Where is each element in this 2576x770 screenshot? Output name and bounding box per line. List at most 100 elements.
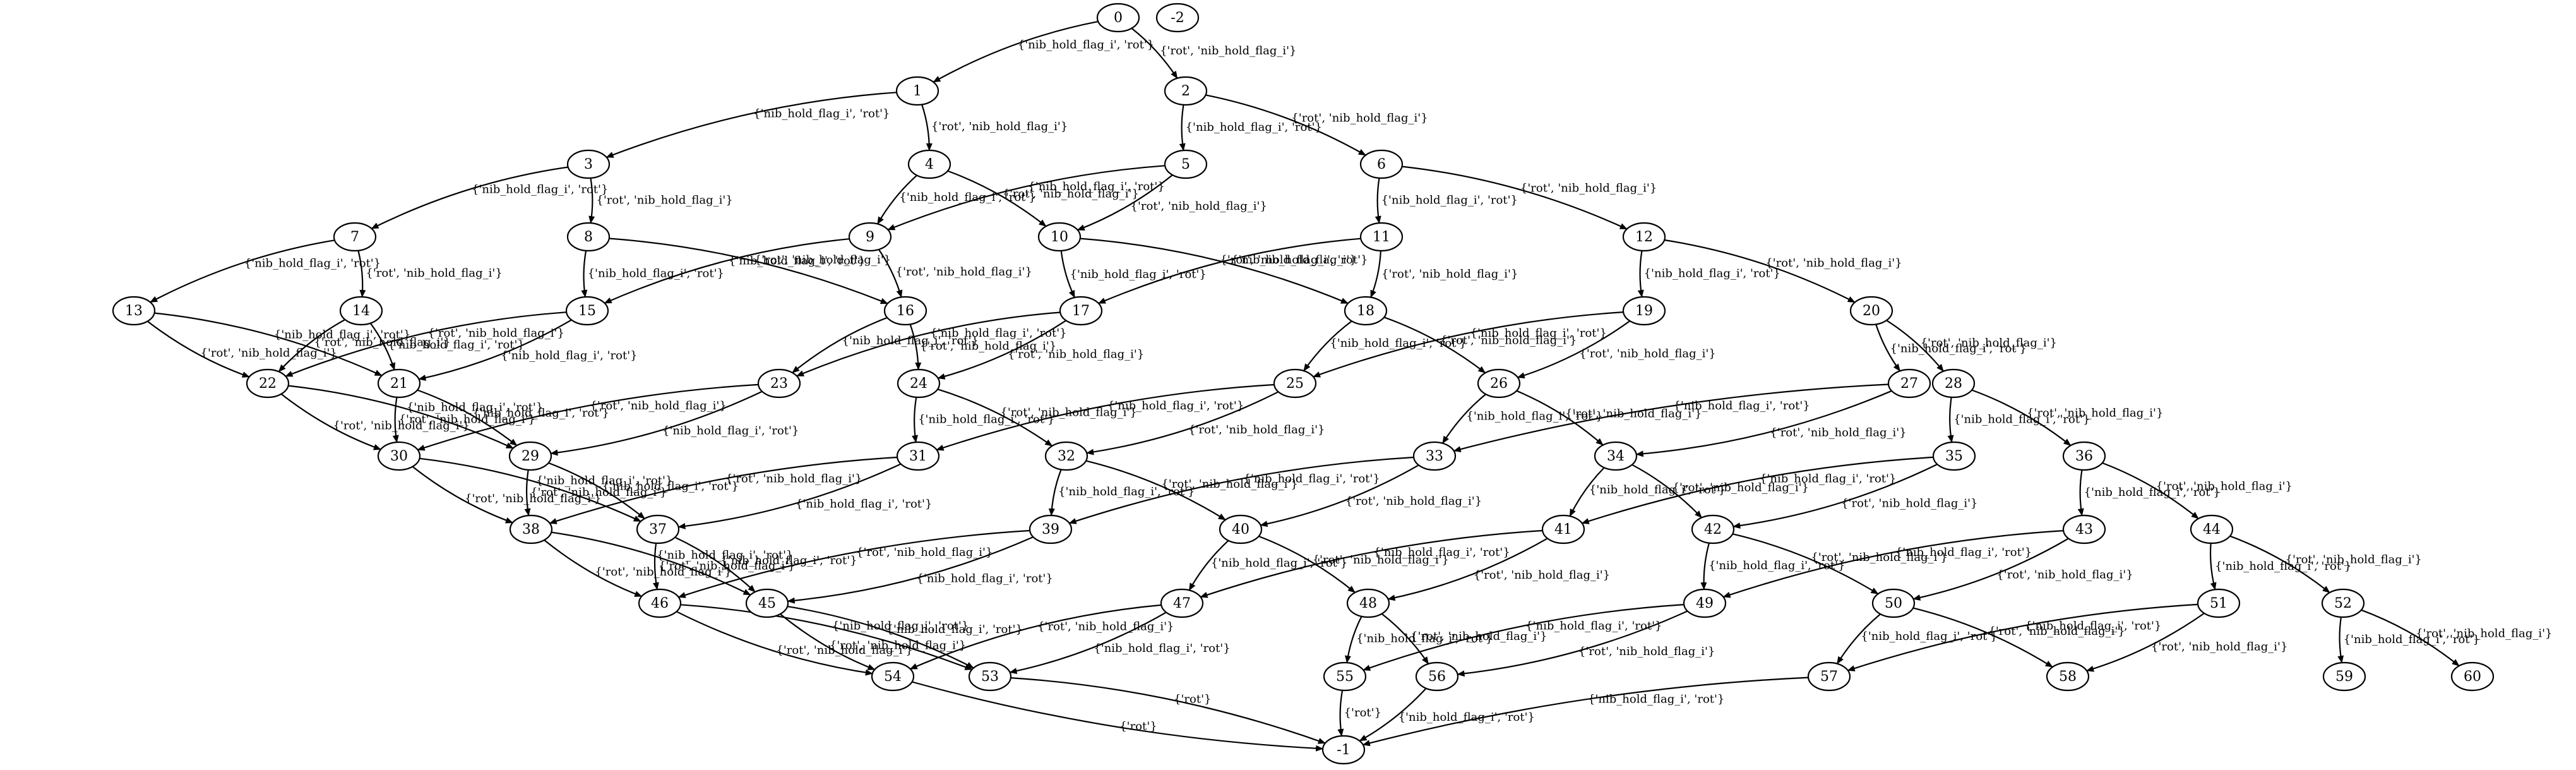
- edge-line: [1381, 613, 1429, 665]
- edge-label: {'rot', 'nib_hold_flag_i'}: [1291, 112, 1428, 125]
- edge-label: {'rot', 'nib_hold_flag_i'}: [1996, 568, 2133, 582]
- edge-line: [154, 312, 383, 376]
- node-22: 22: [246, 368, 290, 399]
- node-label: 27: [1900, 376, 1918, 392]
- edge-line: [604, 238, 850, 304]
- node-label: 32: [1058, 448, 1075, 464]
- edge-label: {'nib_hold_flag_i', 'rot'}: [407, 401, 543, 414]
- edge-label: {'nib_hold_flag_i', 'rot'}: [842, 334, 979, 347]
- edge-line: [947, 170, 1047, 227]
- edge-label: {'rot', 'nib_hold_flag_i'}: [399, 413, 535, 426]
- edge-label: {'rot', 'nib_hold_flag_i'}: [2416, 627, 2552, 640]
- node-ellipse: [968, 661, 1012, 692]
- edge-label: {'nib_hold_flag_i', 'rot'}: [1588, 693, 1724, 706]
- node-49: 49: [1683, 588, 1727, 618]
- node-52: 52: [2321, 588, 2365, 618]
- edge-label: {'rot', 'nib_hold_flag_i'}: [590, 399, 726, 412]
- edge-label: {'nib_hold_flag_i', 'rot'}: [1243, 472, 1380, 485]
- edge-52-to-59: {'nib_hold_flag_i', 'rot'}: [2337, 617, 2480, 664]
- edge-53-to--1: {'rot'}: [1010, 677, 1326, 744]
- edge-line: [1258, 535, 1356, 593]
- edge-label: {'rot', 'nib_hold_flag_i'}: [1037, 620, 1174, 633]
- edge-30-to-38: {'rot', 'nib_hold_flag_i'}: [412, 466, 601, 524]
- edge-31-to-38: {'rot', 'nib_hold_flag_i'}: [549, 456, 898, 524]
- edge-line: [1359, 687, 1427, 742]
- edge-line: [1362, 677, 1809, 747]
- edge-line: [1847, 603, 2198, 671]
- edge-line: [1060, 250, 1076, 298]
- node-label: 11: [1373, 229, 1390, 245]
- node-ellipse: [1344, 296, 1388, 326]
- edge-label: {'nib_hold_flag_i', 'rot'}: [1673, 399, 1810, 412]
- node-label: -1: [1337, 742, 1350, 758]
- edge-2-to-6: {'rot', 'nib_hold_flag_i'}: [1205, 94, 1428, 156]
- edge-line: [909, 324, 922, 370]
- edge-line: [1086, 391, 1279, 455]
- node-ellipse: [1622, 296, 1666, 326]
- edge-label: {'nib_hold_flag_i', 'rot'}: [588, 267, 724, 280]
- edge-line: [581, 250, 588, 298]
- edge-label: {'rot', 'nib_hold_flag_i'}: [725, 472, 862, 485]
- node-58: 58: [2046, 661, 2090, 692]
- edge-label: {'nib_hold_flag_i', 'rot'}: [1890, 342, 2027, 355]
- edge-38-to-46: {'rot', 'nib_hold_flag_i'}: [544, 539, 732, 598]
- edge-line: [417, 389, 518, 447]
- edge-32-to-40: {'rot', 'nib_hold_flag_i'}: [1085, 460, 1298, 520]
- node-label: 53: [981, 669, 999, 685]
- edge-line: [2229, 535, 2330, 594]
- edge-10-to-17: {'nib_hold_flag_i', 'rot'}: [1060, 250, 1207, 298]
- node-ellipse: [2450, 661, 2495, 692]
- node-ellipse: [1931, 368, 1976, 399]
- edge-label: {'rot', 'nib_hold_flag_i'}: [754, 253, 891, 267]
- edge-line: [1200, 529, 1543, 598]
- node-label: 3: [584, 157, 593, 172]
- node-label: 41: [1554, 522, 1572, 538]
- edge-22-to-29: {'nib_hold_flag_i', 'rot'}: [288, 385, 543, 449]
- edge-28-to-35: {'nib_hold_flag_i', 'rot'}: [1947, 397, 2090, 443]
- edge-label: {'nib_hold_flag_i', 'rot'}: [832, 619, 969, 632]
- edge-label: {'nib_hold_flag_i', 'rot'}: [388, 339, 525, 352]
- edge-20-to-28: {'rot', 'nib_hold_flag_i'}: [1886, 320, 2057, 372]
- edge-label: {'nib_hold_flag_i', 'rot'}: [1186, 121, 1322, 134]
- edge-label: {'nib_hold_flag_i', 'rot'}: [472, 183, 608, 196]
- edge-label: {'nib_hold_flag_i', 'rot'}: [918, 413, 1054, 426]
- edge-line: [1441, 394, 1486, 444]
- edge-line: [609, 238, 888, 304]
- edge-line: [1517, 320, 1631, 379]
- edge-1-to-4: {'rot', 'nib_hold_flag_i'}: [921, 104, 1068, 151]
- node-label: 34: [1607, 448, 1625, 464]
- node-label: 35: [1945, 448, 1963, 464]
- edge-line: [150, 239, 335, 303]
- edge-line: [1009, 611, 1167, 675]
- edge-5-to-10: {'rot', 'nib_hold_flag_i'}: [1076, 174, 1267, 231]
- edge-line: [912, 681, 1324, 752]
- edge-44-to-51: {'nib_hold_flag_i', 'rot'}: [2209, 543, 2352, 591]
- edge-line: [550, 390, 763, 456]
- node-11: 11: [1359, 222, 1404, 252]
- edge-line: [280, 393, 381, 450]
- node-label: -2: [1171, 10, 1184, 26]
- edges-layer: {'nib_hold_flag_i', 'rot'}{'rot', 'nib_h…: [146, 21, 2553, 752]
- edge-line: [1886, 320, 1944, 372]
- edge-51-to-58: {'rot', 'nib_hold_flag_i'}: [2086, 612, 2287, 672]
- edge-label: {'rot', 'nib_hold_flag_i'}: [1765, 256, 1902, 270]
- edge-29-to-38: {'rot', 'nib_hold_flag_i'}: [524, 469, 667, 517]
- edge-21-to-30: {'rot', 'nib_hold_flag_i'}: [392, 397, 535, 443]
- edge-line: [1337, 690, 1344, 737]
- node-ellipse: [1594, 441, 1638, 471]
- edge-line: [796, 311, 1061, 377]
- node-label: 46: [651, 596, 669, 611]
- edge-label: {'nib_hold_flag_i', 'rot'}: [796, 498, 932, 511]
- node-label: 17: [1072, 303, 1090, 319]
- edge-47-to-53: {'nib_hold_flag_i', 'rot'}: [1009, 611, 1231, 675]
- edge-11-to-18: {'rot', 'nib_hold_flag_i'}: [1370, 250, 1518, 298]
- edge-line: [1374, 177, 1381, 224]
- edge-line: [2077, 469, 2084, 517]
- edge-4-to-9: {'nib_hold_flag_i', 'rot'}: [876, 174, 1036, 225]
- edge-label: {'nib_hold_flag_i', 'rot'}: [2215, 560, 2351, 573]
- edge-46-to-54: {'rot', 'nib_hold_flag_i'}: [676, 611, 913, 676]
- edge-label: {'nib_hold_flag_i', 'rot'}: [1028, 180, 1164, 193]
- edge-label: {'nib_hold_flag_i', 'rot'}: [1470, 327, 1607, 340]
- node-36: 36: [2062, 441, 2106, 471]
